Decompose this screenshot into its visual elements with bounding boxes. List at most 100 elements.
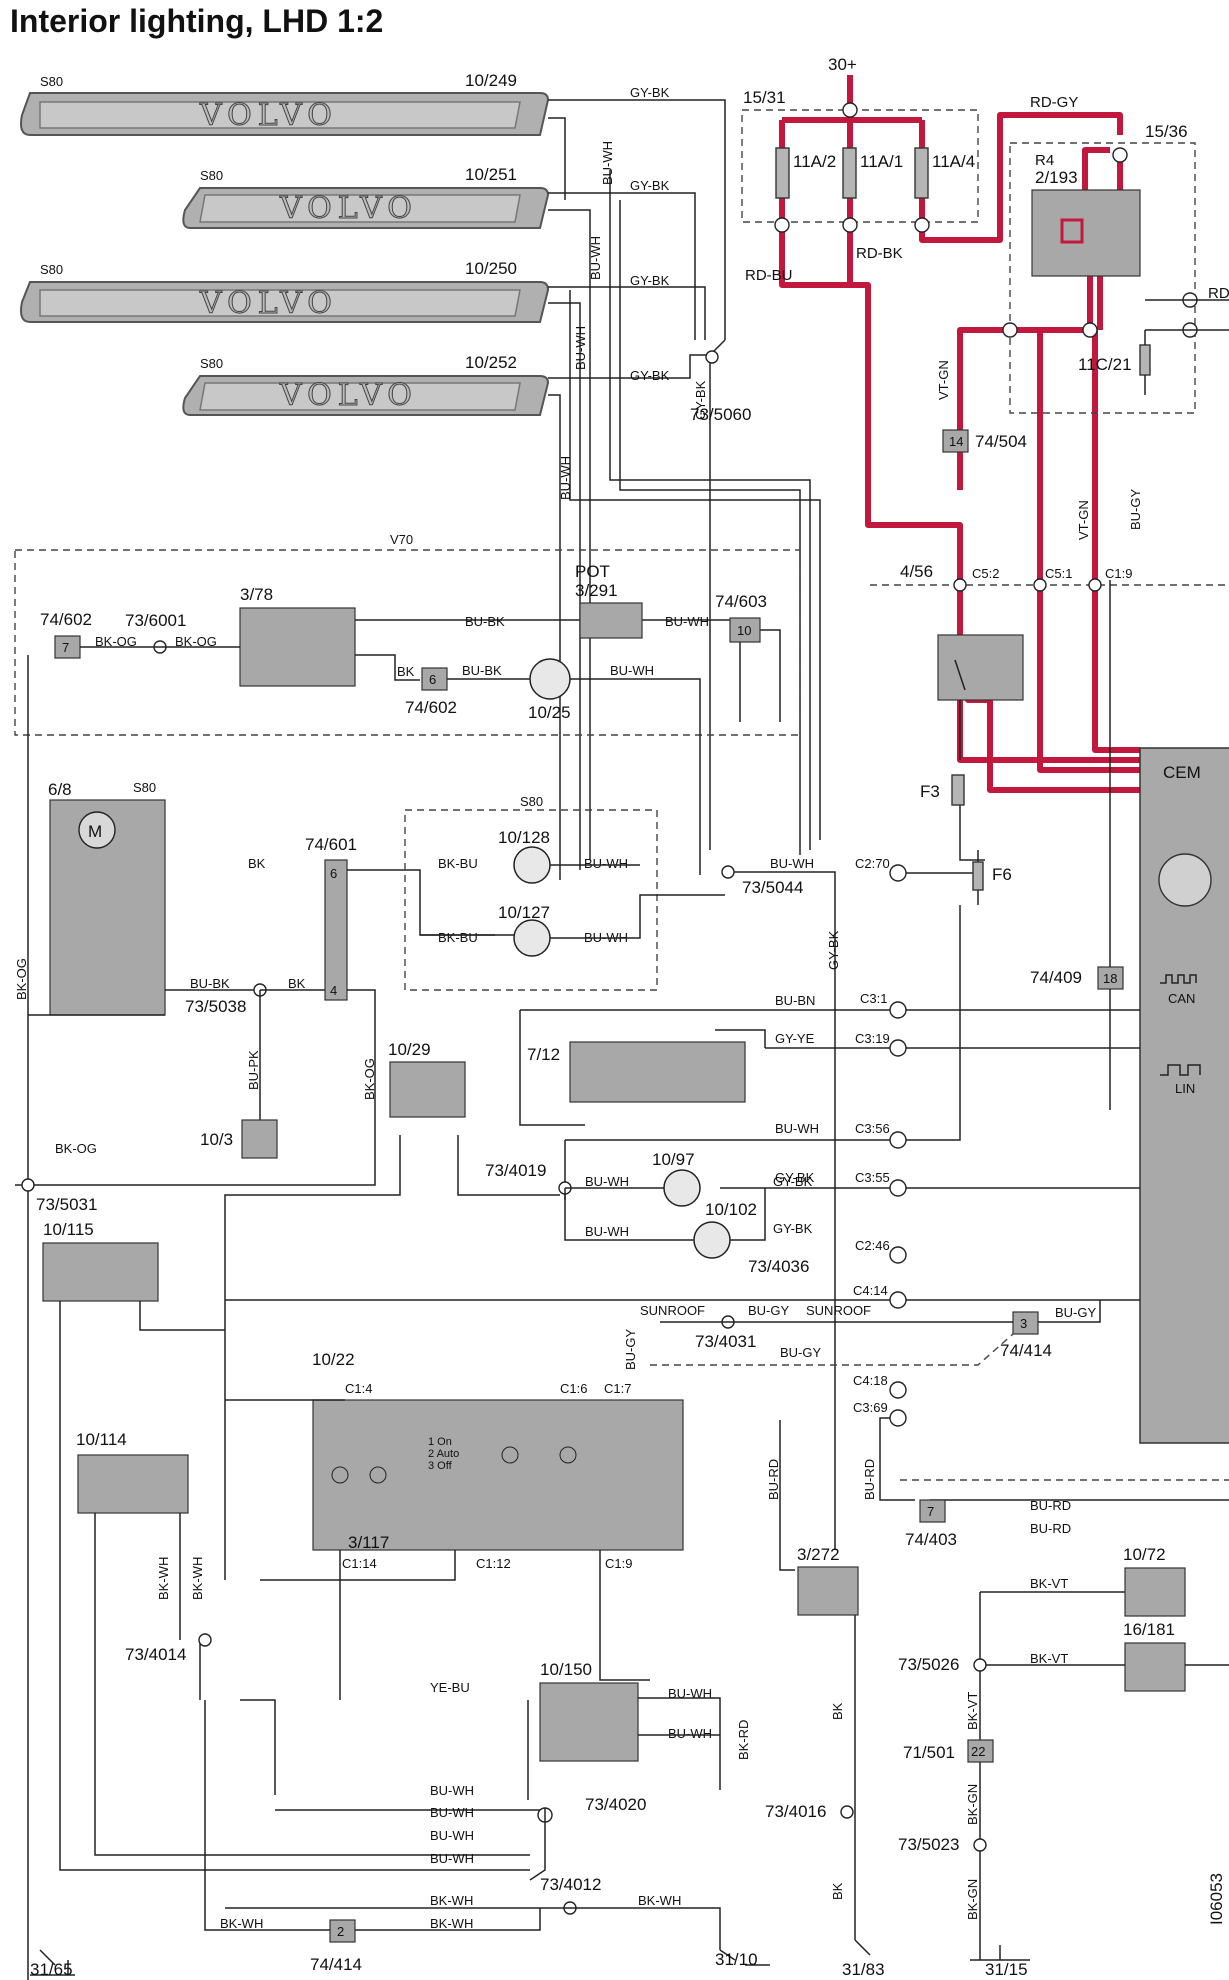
svg-text:6: 6: [330, 866, 337, 881]
switch-10-3: [241, 1119, 278, 1159]
svg-text:3/272: 3/272: [797, 1545, 840, 1564]
svg-text:73/4014: 73/4014: [125, 1645, 186, 1664]
svg-text:BK-OG: BK-OG: [55, 1141, 97, 1156]
svg-text:BK: BK: [248, 856, 266, 871]
svg-text:BK: BK: [397, 664, 415, 679]
svg-text:SUNROOF: SUNROOF: [806, 1303, 871, 1318]
ref-73-5060: 73/5060: [690, 405, 751, 424]
svg-text:10/115: 10/115: [43, 1220, 94, 1239]
svg-text:BU-WH: BU-WH: [585, 1174, 629, 1189]
svg-text:74/403: 74/403: [905, 1530, 957, 1549]
svg-text:BU-WH: BU-WH: [585, 1224, 629, 1239]
ground-points: 31/65 31/10 31/83 31/15: [30, 1939, 1030, 1979]
svg-text:GY-BK: GY-BK: [773, 1174, 813, 1189]
svg-text:S80: S80: [200, 168, 223, 183]
svg-text:3/78: 3/78: [240, 585, 273, 604]
module-3-272: BU-RD 3/272 BK 73/4016 BK: [765, 1420, 859, 1940]
svg-text:GY-BK: GY-BK: [630, 85, 670, 100]
svg-text:BK: BK: [830, 1882, 845, 1900]
svg-text:GY-BK: GY-BK: [773, 1221, 813, 1236]
svg-text:10: 10: [737, 623, 751, 638]
svg-text:73/5038: 73/5038: [185, 997, 246, 1016]
svg-text:2 Auto: 2 Auto: [428, 1448, 459, 1460]
svg-text:10/150: 10/150: [540, 1660, 592, 1679]
svg-text:BU-BK: BU-BK: [190, 976, 230, 991]
svg-text:LIN: LIN: [1175, 1081, 1195, 1096]
svg-text:RD-BU: RD-BU: [745, 267, 793, 284]
switch-10-29: [389, 1061, 466, 1118]
svg-text:10/250: 10/250: [465, 259, 517, 278]
svg-text:C1:14: C1:14: [342, 1556, 377, 1571]
svg-text:BK-OG: BK-OG: [175, 634, 217, 649]
svg-text:S80: S80: [40, 74, 63, 89]
fuse-f6: [972, 861, 984, 891]
svg-text:74/601: 74/601: [305, 835, 357, 854]
lamp-unit-10-114: 10/114 BK-WH BK-WH 73/4014: [76, 1430, 530, 1856]
svg-text:C2:46: C2:46: [855, 1238, 890, 1253]
svg-text:4: 4: [330, 983, 337, 998]
svg-text:VT-GN: VT-GN: [936, 360, 951, 400]
sill-plate-1: S80 10/249 VOLVO: [20, 71, 550, 136]
svg-text:BK-WH: BK-WH: [220, 1916, 263, 1931]
sill-plate-3: S80 10/250 VOLVO: [20, 259, 550, 323]
svg-text:74/414: 74/414: [1000, 1341, 1052, 1360]
svg-text:3/291: 3/291: [575, 581, 618, 600]
led-array-7-12: 7/12: [527, 1041, 746, 1103]
svg-text:BU-WH: BU-WH: [600, 141, 615, 185]
svg-text:10/22: 10/22: [312, 1350, 355, 1369]
svg-text:BU-WH: BU-WH: [430, 1851, 474, 1866]
svg-text:BK-WH: BK-WH: [156, 1557, 171, 1600]
svg-text:BK-OG: BK-OG: [95, 634, 137, 649]
svg-text:16/181: 16/181: [1123, 1620, 1175, 1639]
svg-text:74/409: 74/409: [1030, 968, 1082, 987]
svg-text:BU-BK: BU-BK: [465, 614, 505, 629]
svg-text:RD-GY: RD-GY: [1030, 94, 1078, 111]
svg-text:CEM: CEM: [1163, 763, 1201, 782]
svg-text:BK: BK: [288, 976, 306, 991]
supply-30: 30+: [828, 55, 857, 74]
svg-text:10/97: 10/97: [652, 1150, 695, 1169]
svg-text:74/504: 74/504: [975, 432, 1027, 451]
connector-74-601: [324, 859, 348, 1001]
svg-text:10/128: 10/128: [498, 828, 550, 847]
pot-3-291: [579, 602, 643, 639]
svg-text:V70: V70: [390, 532, 413, 547]
svg-text:BK-VT: BK-VT: [965, 1692, 980, 1730]
svg-text:31/83: 31/83: [842, 1960, 885, 1979]
lamp-10-128: [513, 846, 551, 884]
svg-text:31/10: 31/10: [715, 1950, 758, 1969]
svg-text:15/36: 15/36: [1145, 122, 1188, 141]
svg-text:SUNROOF: SUNROOF: [640, 1303, 705, 1318]
svg-text:BU-WH: BU-WH: [558, 456, 573, 500]
svg-text:C5:2: C5:2: [972, 566, 999, 581]
svg-text:10/29: 10/29: [388, 1040, 431, 1059]
svg-text:BU-WH: BU-WH: [573, 326, 588, 370]
led-units-right: 10/72 16/181 BK-VT BK-VT 73/5026 BK-VT 2…: [898, 1545, 1229, 1960]
v70-region: V70 74/602 7 73/6001 BK-OG BK-OG 3/78 PO…: [14, 532, 801, 875]
svg-text:10/72: 10/72: [1123, 1545, 1166, 1564]
svg-text:C3:56: C3:56: [855, 1121, 890, 1136]
svg-text:F6: F6: [992, 865, 1012, 884]
svg-text:BU-WH: BU-WH: [668, 1726, 712, 1741]
sill-plate-4: S80 10/252 VOLVO: [182, 353, 550, 416]
svg-text:31/65: 31/65: [30, 1960, 73, 1979]
svg-text:BU-WH: BU-WH: [775, 1121, 819, 1136]
connector-74-504: [942, 429, 969, 453]
svg-text:BK-RD: BK-RD: [736, 1720, 751, 1760]
diagram-title: Interior lighting, LHD 1:2: [10, 3, 383, 39]
fuse-f3: [951, 774, 965, 806]
svg-text:GY-BK: GY-BK: [693, 380, 708, 420]
svg-text:74/603: 74/603: [715, 592, 767, 611]
svg-text:BU-WH: BU-WH: [430, 1783, 474, 1798]
svg-text:73/4036: 73/4036: [748, 1257, 809, 1276]
svg-text:73/5044: 73/5044: [742, 878, 803, 897]
relay-4-56: [937, 634, 1024, 701]
svg-text:VT-GN: VT-GN: [1076, 500, 1091, 540]
svg-text:BU-GY: BU-GY: [1055, 1305, 1097, 1320]
svg-text:BK: BK: [830, 1702, 845, 1720]
svg-text:GY-BK: GY-BK: [630, 273, 670, 288]
svg-text:71/501: 71/501: [903, 1743, 955, 1762]
transistor-icon: [1158, 853, 1212, 907]
svg-text:S80: S80: [520, 794, 543, 809]
